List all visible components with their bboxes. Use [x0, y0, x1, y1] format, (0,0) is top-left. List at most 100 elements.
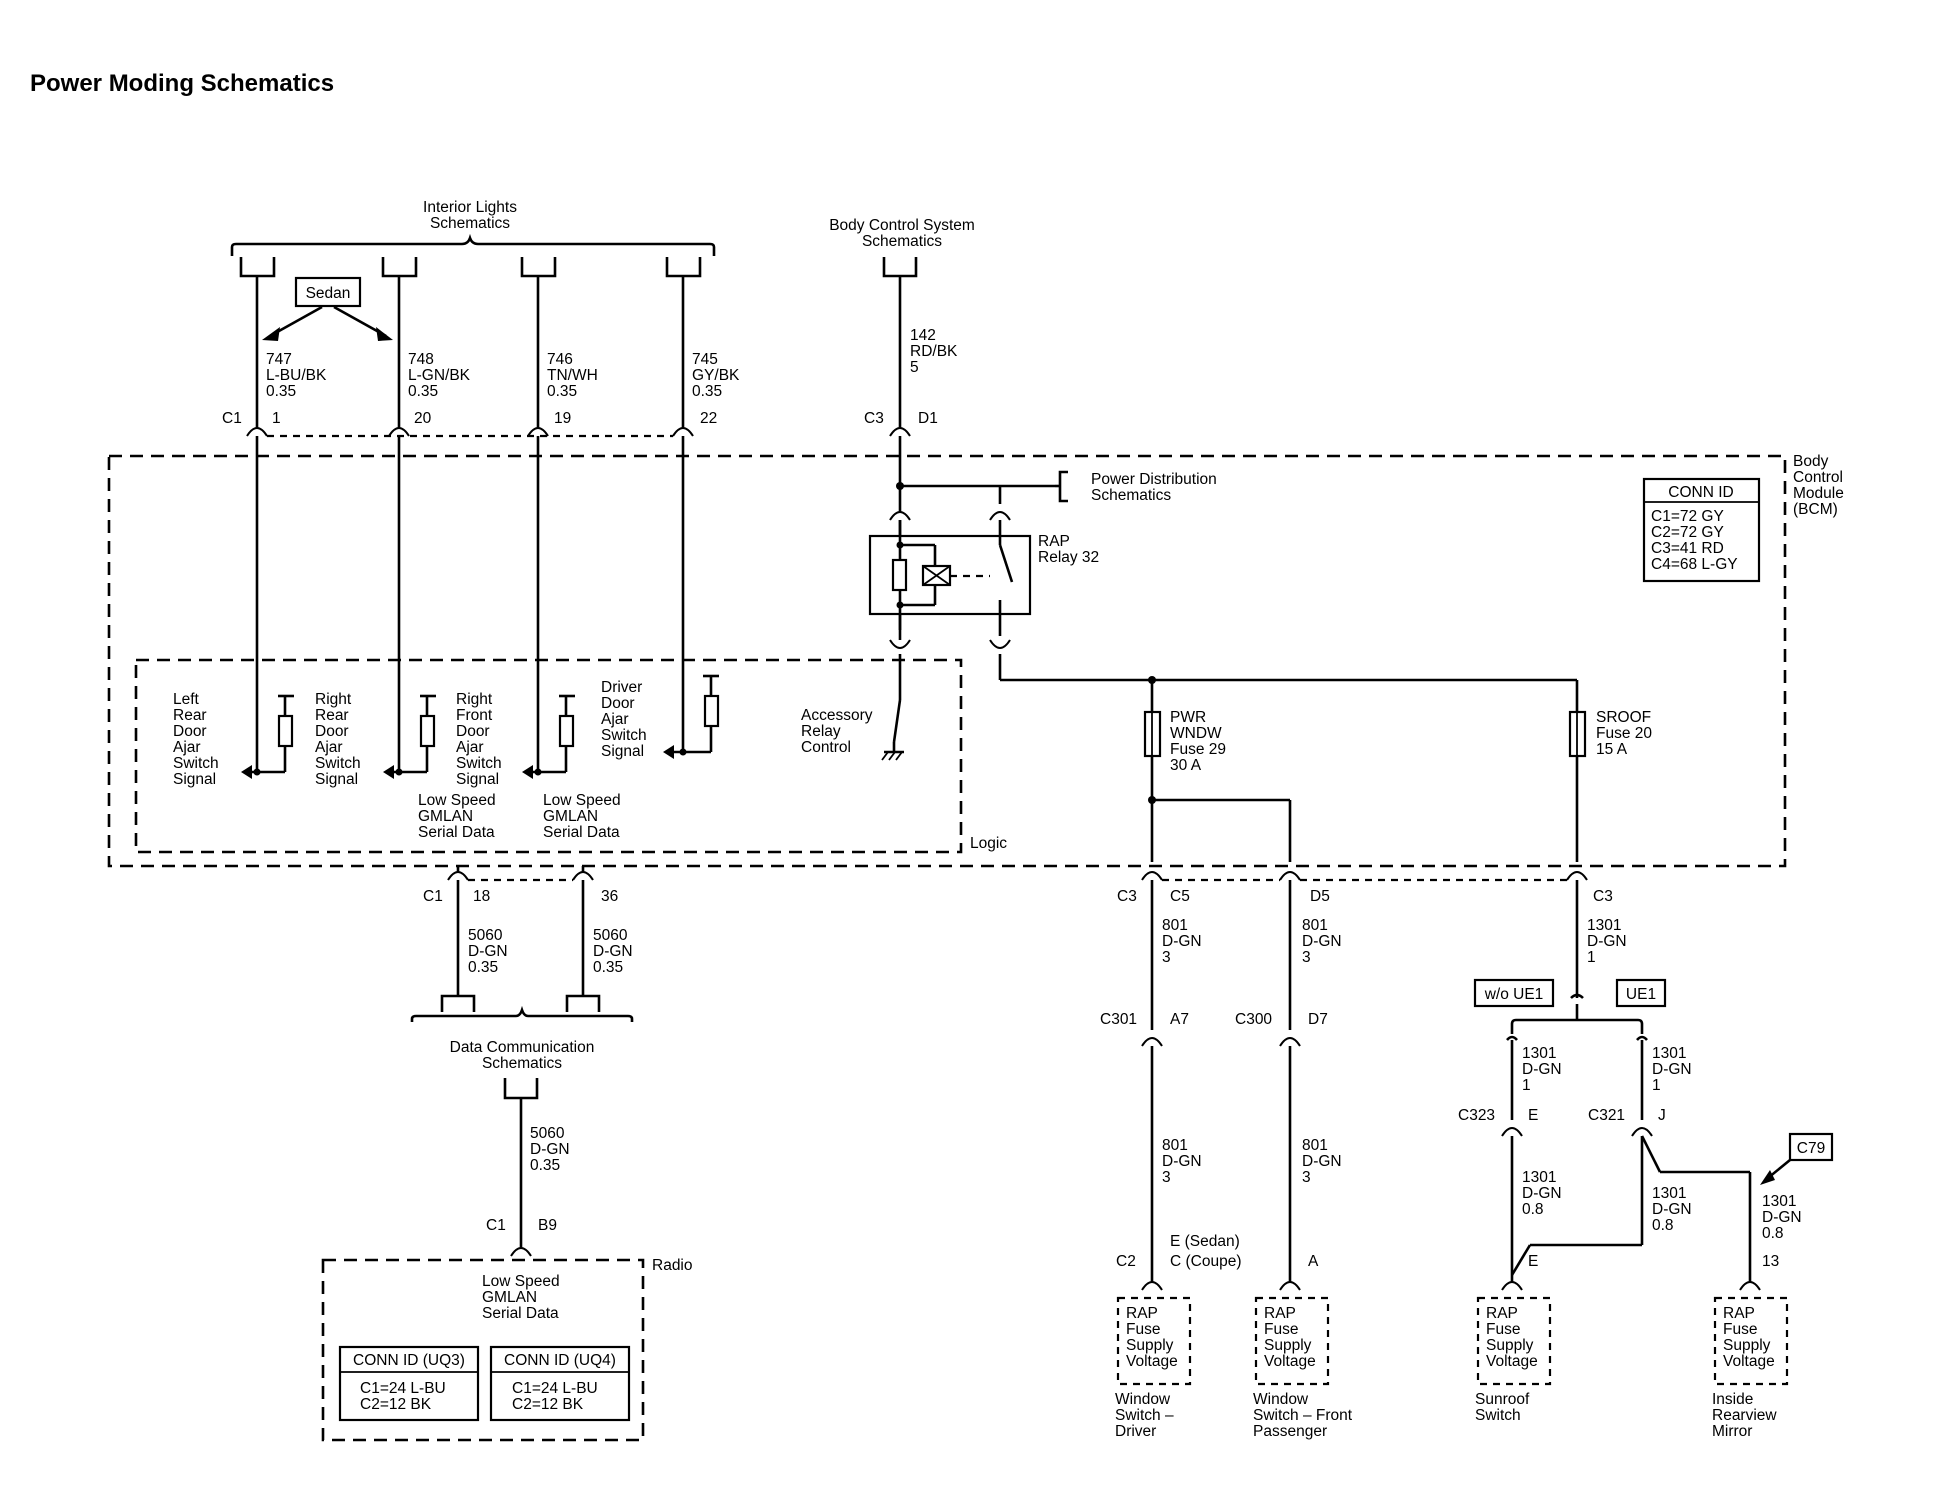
reference-bracket: [230, 233, 716, 256]
svg-text:1: 1: [1587, 949, 1596, 966]
svg-text:Fuse 20: Fuse 20: [1596, 725, 1652, 742]
svg-text:Schematics: Schematics: [862, 233, 942, 250]
svg-text:D-GN: D-GN: [1522, 1061, 1562, 1078]
svg-text:Fuse: Fuse: [1486, 1321, 1520, 1338]
svg-text:D-GN: D-GN: [530, 1141, 570, 1158]
svg-text:Module: Module: [1793, 485, 1844, 502]
svg-text:746: 746: [547, 351, 573, 368]
svg-text:Right: Right: [456, 691, 493, 708]
svg-text:Sedan: Sedan: [306, 285, 351, 302]
svg-text:D-GN: D-GN: [1587, 933, 1627, 950]
svg-text:Right: Right: [315, 691, 352, 708]
wire-1301-ue1[interactable]: 1301 D-GN 1 C321 J 1301 D-GN 0.8 1301 D-…: [1501, 1035, 1802, 1291]
svg-text:Sunroof: Sunroof: [1475, 1391, 1530, 1408]
radio-module-boundary: [321, 1258, 645, 1442]
svg-text:Front: Front: [456, 707, 493, 724]
svg-text:D-GN: D-GN: [1522, 1185, 1562, 1202]
device-window-switch-driver[interactable]: RAP Fuse Supply Voltage Window Switch – …: [1115, 1296, 1192, 1440]
svg-text:748: 748: [408, 351, 434, 368]
svg-text:WNDW: WNDW: [1170, 725, 1222, 742]
svg-text:Body: Body: [1793, 453, 1829, 470]
signal-arrows: [241, 745, 711, 779]
data-wire-5060-pin36[interactable]: 36 5060 D-GN 0.35: [565, 866, 633, 1012]
svg-text:D-GN: D-GN: [1162, 933, 1202, 950]
top-wire-745[interactable]: 745 GY/BK 0.35 22: [672, 276, 740, 752]
svg-text:Control: Control: [801, 739, 851, 756]
interior-lights-reference[interactable]: Interior Lights Schematics: [230, 199, 716, 256]
svg-text:801: 801: [1162, 917, 1188, 934]
power-distribution-reference[interactable]: Power Distribution Schematics: [1055, 470, 1217, 504]
interior-light-connectors: [239, 257, 702, 278]
svg-text:Control: Control: [1793, 469, 1843, 486]
logic-label: Logic: [970, 835, 1007, 852]
pin-label: 1: [272, 410, 281, 427]
pullup-resistors: [277, 674, 720, 772]
svg-text:5060: 5060: [468, 927, 503, 944]
svg-text:CONN ID: CONN ID: [1668, 484, 1733, 501]
svg-text:C3: C3: [1593, 888, 1613, 905]
svg-text:Schematics: Schematics: [1091, 487, 1171, 504]
svg-text:D-GN: D-GN: [1652, 1201, 1692, 1218]
svg-text:Switch – Front: Switch – Front: [1253, 1407, 1353, 1424]
svg-text:C3: C3: [1117, 888, 1137, 905]
radio-feed-wire[interactable]: 5060 D-GN 0.35 C1 B9: [486, 1098, 570, 1257]
device-sunroof-switch[interactable]: RAP Fuse Supply Voltage Sunroof Switch: [1475, 1296, 1552, 1424]
svg-text:RD/BK: RD/BK: [910, 343, 958, 360]
svg-text:Relay 32: Relay 32: [1038, 549, 1099, 566]
svg-text:747: 747: [266, 351, 292, 368]
pin-label: 19: [554, 410, 571, 427]
wire-801-passenger[interactable]: 801 D-GN 3 C300 D7 801 D-GN 3 A: [1235, 880, 1342, 1291]
svg-text:15 A: 15 A: [1596, 741, 1628, 758]
pin-label: E: [1528, 1107, 1538, 1124]
svg-text:0.35: 0.35: [692, 383, 722, 400]
svg-text:C1=24 L-BU: C1=24 L-BU: [360, 1380, 446, 1397]
pin-label: 13: [1762, 1253, 1779, 1270]
top-wire-746[interactable]: 746 TN/WH 0.35 19: [527, 276, 598, 772]
top-wire-748[interactable]: 748 L-GN/BK 0.35 20: [388, 276, 471, 772]
svg-text:0.35: 0.35: [468, 959, 498, 976]
gmlan-label-1: Low Speed GMLAN Serial Data: [418, 792, 496, 841]
svg-text:PWR: PWR: [1170, 709, 1206, 726]
svg-text:0.8: 0.8: [1762, 1225, 1784, 1242]
svg-text:Serial Data: Serial Data: [482, 1305, 559, 1322]
svg-text:Serial Data: Serial Data: [418, 824, 495, 841]
svg-text:Supply: Supply: [1723, 1337, 1771, 1354]
pin-label: E (Sedan): [1170, 1233, 1240, 1250]
wire-1301-wo-ue1[interactable]: 1301 D-GN 1 C323 E 1301 D-GN 0.8: [1458, 1035, 1562, 1290]
svg-text:30 A: 30 A: [1170, 757, 1202, 774]
svg-text:3: 3: [1162, 949, 1171, 966]
svg-text:CONN ID (UQ3): CONN ID (UQ3): [353, 1352, 465, 1369]
svg-text:Serial Data: Serial Data: [543, 824, 620, 841]
body-control-reference[interactable]: Body Control System Schematics: [829, 217, 975, 278]
device-inside-rearview-mirror[interactable]: RAP Fuse Supply Voltage Inside Rearview …: [1712, 1296, 1789, 1440]
fuse-20-sroof[interactable]: SROOF Fuse 20 15 A: [1568, 680, 1652, 862]
svg-text:1301: 1301: [1587, 917, 1621, 934]
svg-text:Fuse: Fuse: [1126, 1321, 1160, 1338]
accessory-relay-control: Accessory Relay Control: [801, 654, 904, 761]
pin-label: A: [1308, 1253, 1319, 1270]
data-wire-5060-pin18[interactable]: C1 18 5060 D-GN 0.35: [423, 866, 508, 1012]
svg-text:L-BU/BK: L-BU/BK: [266, 367, 327, 384]
fuse-29-pwr-wndw[interactable]: PWR WNDW Fuse 29 30 A: [1143, 680, 1292, 862]
connector-label: C1: [222, 410, 242, 427]
sedan-option-tag: Sedan: [262, 276, 393, 341]
svg-text:Signal: Signal: [315, 771, 358, 788]
svg-text:Left: Left: [173, 691, 200, 708]
rap-relay-32[interactable]: RAP Relay 32: [868, 486, 1099, 649]
wire-1301-sunroof-feed[interactable]: 1301 D-GN 1: [1510, 880, 1644, 1034]
svg-text:3: 3: [1162, 1169, 1171, 1186]
wire-801-driver[interactable]: 801 D-GN 3 C301 A7 801 D-GN 3 C2 E (Seda…: [1100, 880, 1242, 1291]
svg-text:1301: 1301: [1762, 1193, 1796, 1210]
svg-text:D-GN: D-GN: [1762, 1209, 1802, 1226]
svg-text:L-GN/BK: L-GN/BK: [408, 367, 471, 384]
svg-text:Voltage: Voltage: [1723, 1353, 1775, 1370]
svg-text:745: 745: [692, 351, 718, 368]
svg-text:C3=41 RD: C3=41 RD: [1651, 540, 1724, 557]
svg-text:Supply: Supply: [1264, 1337, 1312, 1354]
device-window-switch-passenger[interactable]: RAP Fuse Supply Voltage Window Switch – …: [1253, 1296, 1353, 1440]
svg-text:0.35: 0.35: [530, 1157, 560, 1174]
data-communication-reference[interactable]: Data Communication Schematics: [410, 1005, 634, 1100]
svg-text:Rearview: Rearview: [1712, 1407, 1777, 1424]
svg-text:0.35: 0.35: [408, 383, 438, 400]
top-wire-747[interactable]: 747 L-BU/BK 0.35 C1 1: [222, 276, 327, 772]
